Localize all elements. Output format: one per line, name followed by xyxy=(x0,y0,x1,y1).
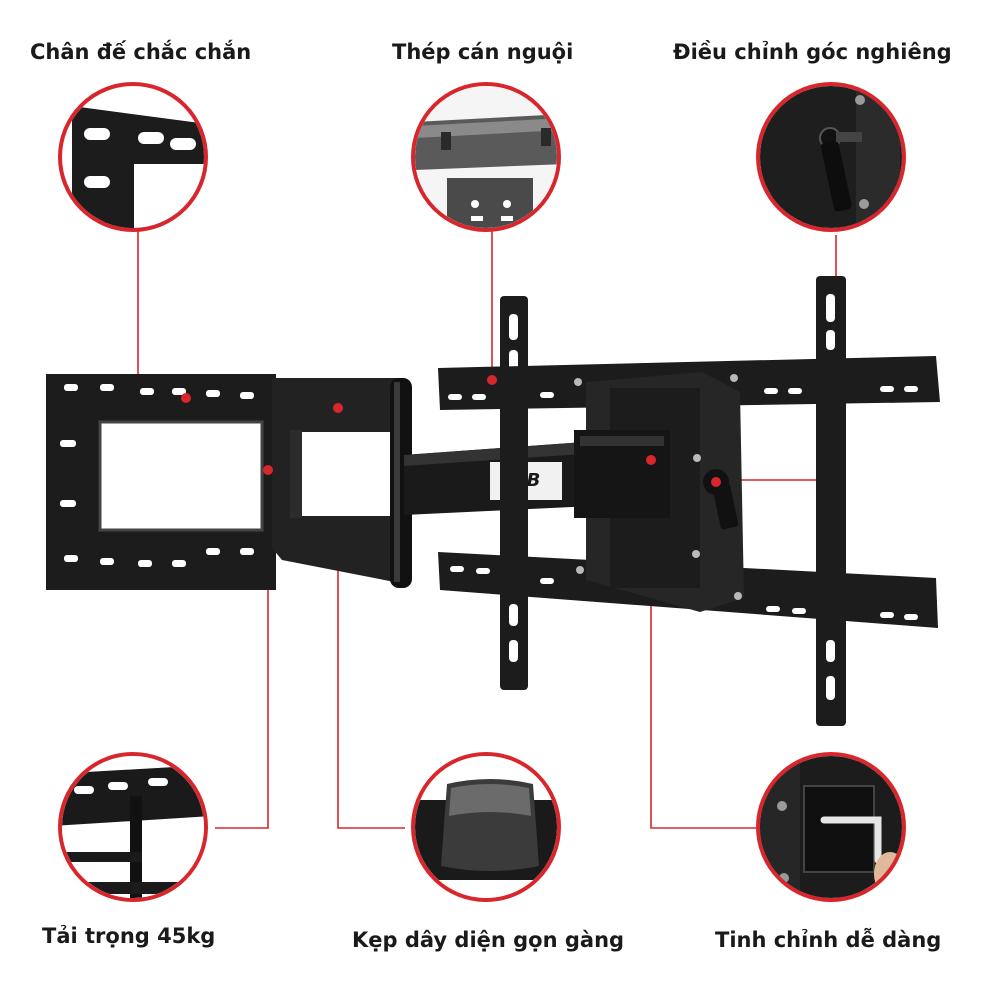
detail-circle-load xyxy=(58,752,208,902)
steel-rail-detail-icon xyxy=(415,86,557,228)
connector-base xyxy=(137,230,186,399)
feature-title-base: Chân đế chắc chắn xyxy=(30,40,252,64)
vesa-frame xyxy=(438,276,940,726)
cable-clip-detail-icon xyxy=(415,756,557,898)
detail-circle-tune xyxy=(756,752,906,902)
hex-key-detail-icon xyxy=(760,756,902,898)
wall-plate xyxy=(46,374,276,590)
load-arm-detail-icon xyxy=(62,756,204,898)
wall-plate-detail-icon xyxy=(72,106,204,228)
detail-circle-cable xyxy=(411,752,561,902)
feature-title-tune: Tinh chỉnh dễ dàng xyxy=(715,928,942,952)
detail-circle-steel xyxy=(411,82,561,232)
hotspot-dots xyxy=(181,375,721,487)
tilt-knob-detail-icon xyxy=(760,86,902,228)
feature-title-steel: Thép cán nguội xyxy=(392,40,574,64)
detail-circle-tilt xyxy=(756,82,906,232)
detail-circle-base xyxy=(58,82,208,232)
feature-title-tilt: Điều chỉnh góc nghiêng xyxy=(673,40,952,64)
feature-title-load: Tải trọng 45kg xyxy=(42,924,216,948)
feature-title-cable: Kẹp dây diện gọn gàng xyxy=(352,928,625,952)
